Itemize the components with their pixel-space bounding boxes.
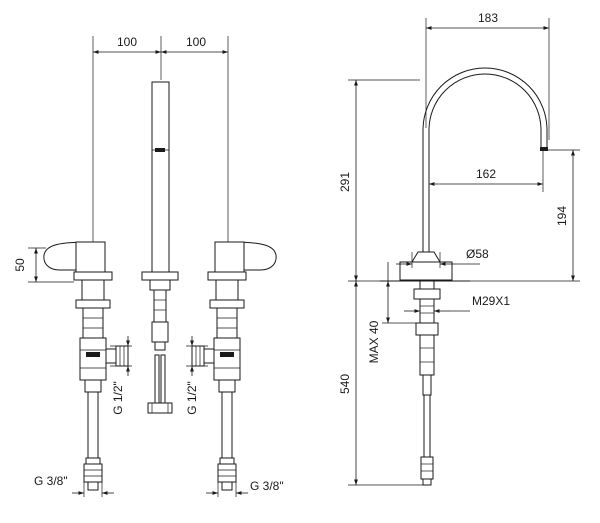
mount-thread-dimension: M29X1 bbox=[404, 294, 510, 316]
spacing-right-label: 100 bbox=[186, 35, 206, 49]
front-view: 100 100 bbox=[13, 35, 284, 497]
outlet-height-label: 194 bbox=[555, 206, 569, 226]
center-spout bbox=[141, 81, 179, 414]
side-view: 183 162 291 194 Ø58 bbox=[338, 11, 580, 486]
spout-inner-reach-label: 162 bbox=[476, 167, 496, 181]
max-deck-dimension: MAX 40 bbox=[367, 262, 416, 363]
hose-right-dimension: G 3/8" bbox=[206, 479, 284, 497]
thread-left-label: G 1/2" bbox=[111, 381, 125, 415]
spout-height-label: 291 bbox=[338, 172, 352, 192]
thread-left-dimension: G 1/2" bbox=[110, 336, 132, 415]
mount-thread-label: M29X1 bbox=[472, 294, 510, 308]
hose-right-label: G 3/8" bbox=[250, 479, 284, 493]
spout-height-dimension: 291 bbox=[338, 79, 420, 282]
max-deck-label: MAX 40 bbox=[367, 320, 381, 363]
gooseneck-spout bbox=[380, 67, 548, 282]
thread-right-label: G 1/2" bbox=[185, 381, 199, 415]
spout-reach-label: 183 bbox=[478, 11, 498, 25]
spout-reach-dimension: 183 bbox=[425, 11, 550, 140]
below-deck-dimension: 540 bbox=[338, 281, 423, 486]
side-mounting-assembly bbox=[413, 280, 441, 486]
right-valve bbox=[191, 241, 277, 491]
spacing-dimension: 100 100 bbox=[92, 35, 229, 246]
hose-left-label: G 3/8" bbox=[34, 474, 68, 488]
lever-height-dimension: 50 bbox=[13, 247, 74, 283]
hose-left-dimension: G 3/8" bbox=[34, 474, 114, 497]
thread-right-dimension: G 1/2" bbox=[185, 336, 208, 415]
spout-inner-reach-dimension: 162 bbox=[429, 150, 544, 192]
lever-height-label: 50 bbox=[13, 258, 27, 272]
base-diameter-label: Ø58 bbox=[466, 247, 489, 261]
below-deck-label: 540 bbox=[338, 374, 352, 394]
spacing-left-label: 100 bbox=[117, 35, 137, 49]
base-diameter-dimension: Ø58 bbox=[396, 247, 489, 268]
outlet-height-dimension: 194 bbox=[470, 149, 580, 282]
left-valve bbox=[43, 241, 129, 491]
